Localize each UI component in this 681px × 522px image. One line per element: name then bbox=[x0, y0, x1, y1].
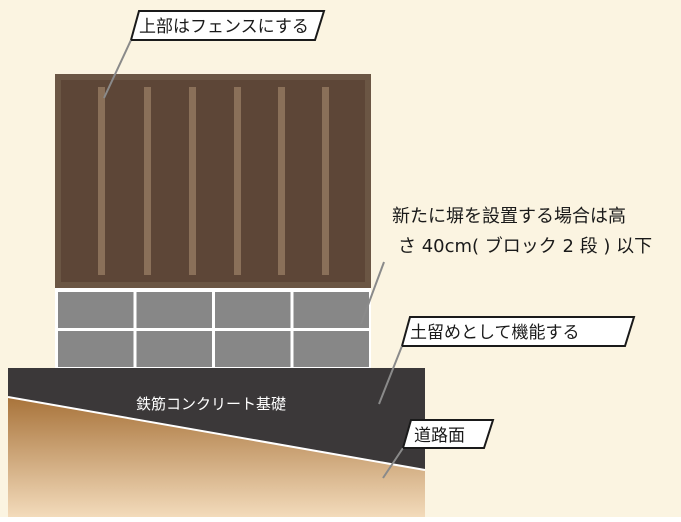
fence bbox=[55, 74, 371, 288]
callout-block-line1: 新たに塀を設置する場合は高 bbox=[392, 206, 626, 227]
concrete-block bbox=[215, 331, 291, 367]
fence-slat bbox=[189, 87, 196, 275]
callout-fence-box bbox=[130, 10, 326, 41]
fence-panel bbox=[61, 80, 365, 282]
leader-line-block bbox=[360, 261, 385, 325]
concrete-block bbox=[293, 292, 369, 328]
callout-road: 道路面 bbox=[402, 419, 495, 449]
callout-road-text: 道路面 bbox=[414, 426, 465, 446]
leader-lines bbox=[103, 39, 404, 479]
concrete-block bbox=[58, 292, 134, 328]
foundation-label: 鉄筋コンクリート基礎 bbox=[136, 395, 286, 413]
callout-retaining-box bbox=[401, 316, 636, 347]
concrete-block bbox=[136, 331, 212, 367]
fence-slat bbox=[234, 87, 241, 275]
callout-retaining: 土留めとして機能する bbox=[401, 316, 636, 347]
leader-line-fence bbox=[103, 39, 132, 99]
fence-slat bbox=[98, 87, 105, 275]
concrete-block bbox=[215, 292, 291, 328]
callout-block-line2: さ 40cm( ブロック 2 段 ) 以下 bbox=[398, 235, 652, 257]
fence-slat bbox=[278, 87, 285, 275]
block-wall bbox=[55, 288, 371, 370]
concrete-block bbox=[293, 331, 369, 367]
road-surface-line bbox=[7, 396, 426, 471]
road-soil bbox=[8, 397, 425, 517]
callout-fence: 上部はフェンスにする bbox=[130, 10, 326, 41]
callout-road-box bbox=[402, 419, 495, 449]
callout-block: 新たに塀を設置する場合は高 さ 40cm( ブロック 2 段 ) 以下 bbox=[392, 206, 652, 257]
leader-line-road bbox=[382, 447, 404, 479]
callout-fence-text: 上部はフェンスにする bbox=[139, 17, 309, 37]
fence-slat bbox=[322, 87, 329, 275]
leader-line-retaining bbox=[378, 345, 403, 405]
fence-slats bbox=[98, 87, 329, 275]
concrete-block bbox=[58, 331, 134, 367]
callout-retaining-text: 土留めとして機能する bbox=[410, 323, 580, 343]
fence-slat bbox=[144, 87, 151, 275]
concrete-block bbox=[136, 292, 212, 328]
